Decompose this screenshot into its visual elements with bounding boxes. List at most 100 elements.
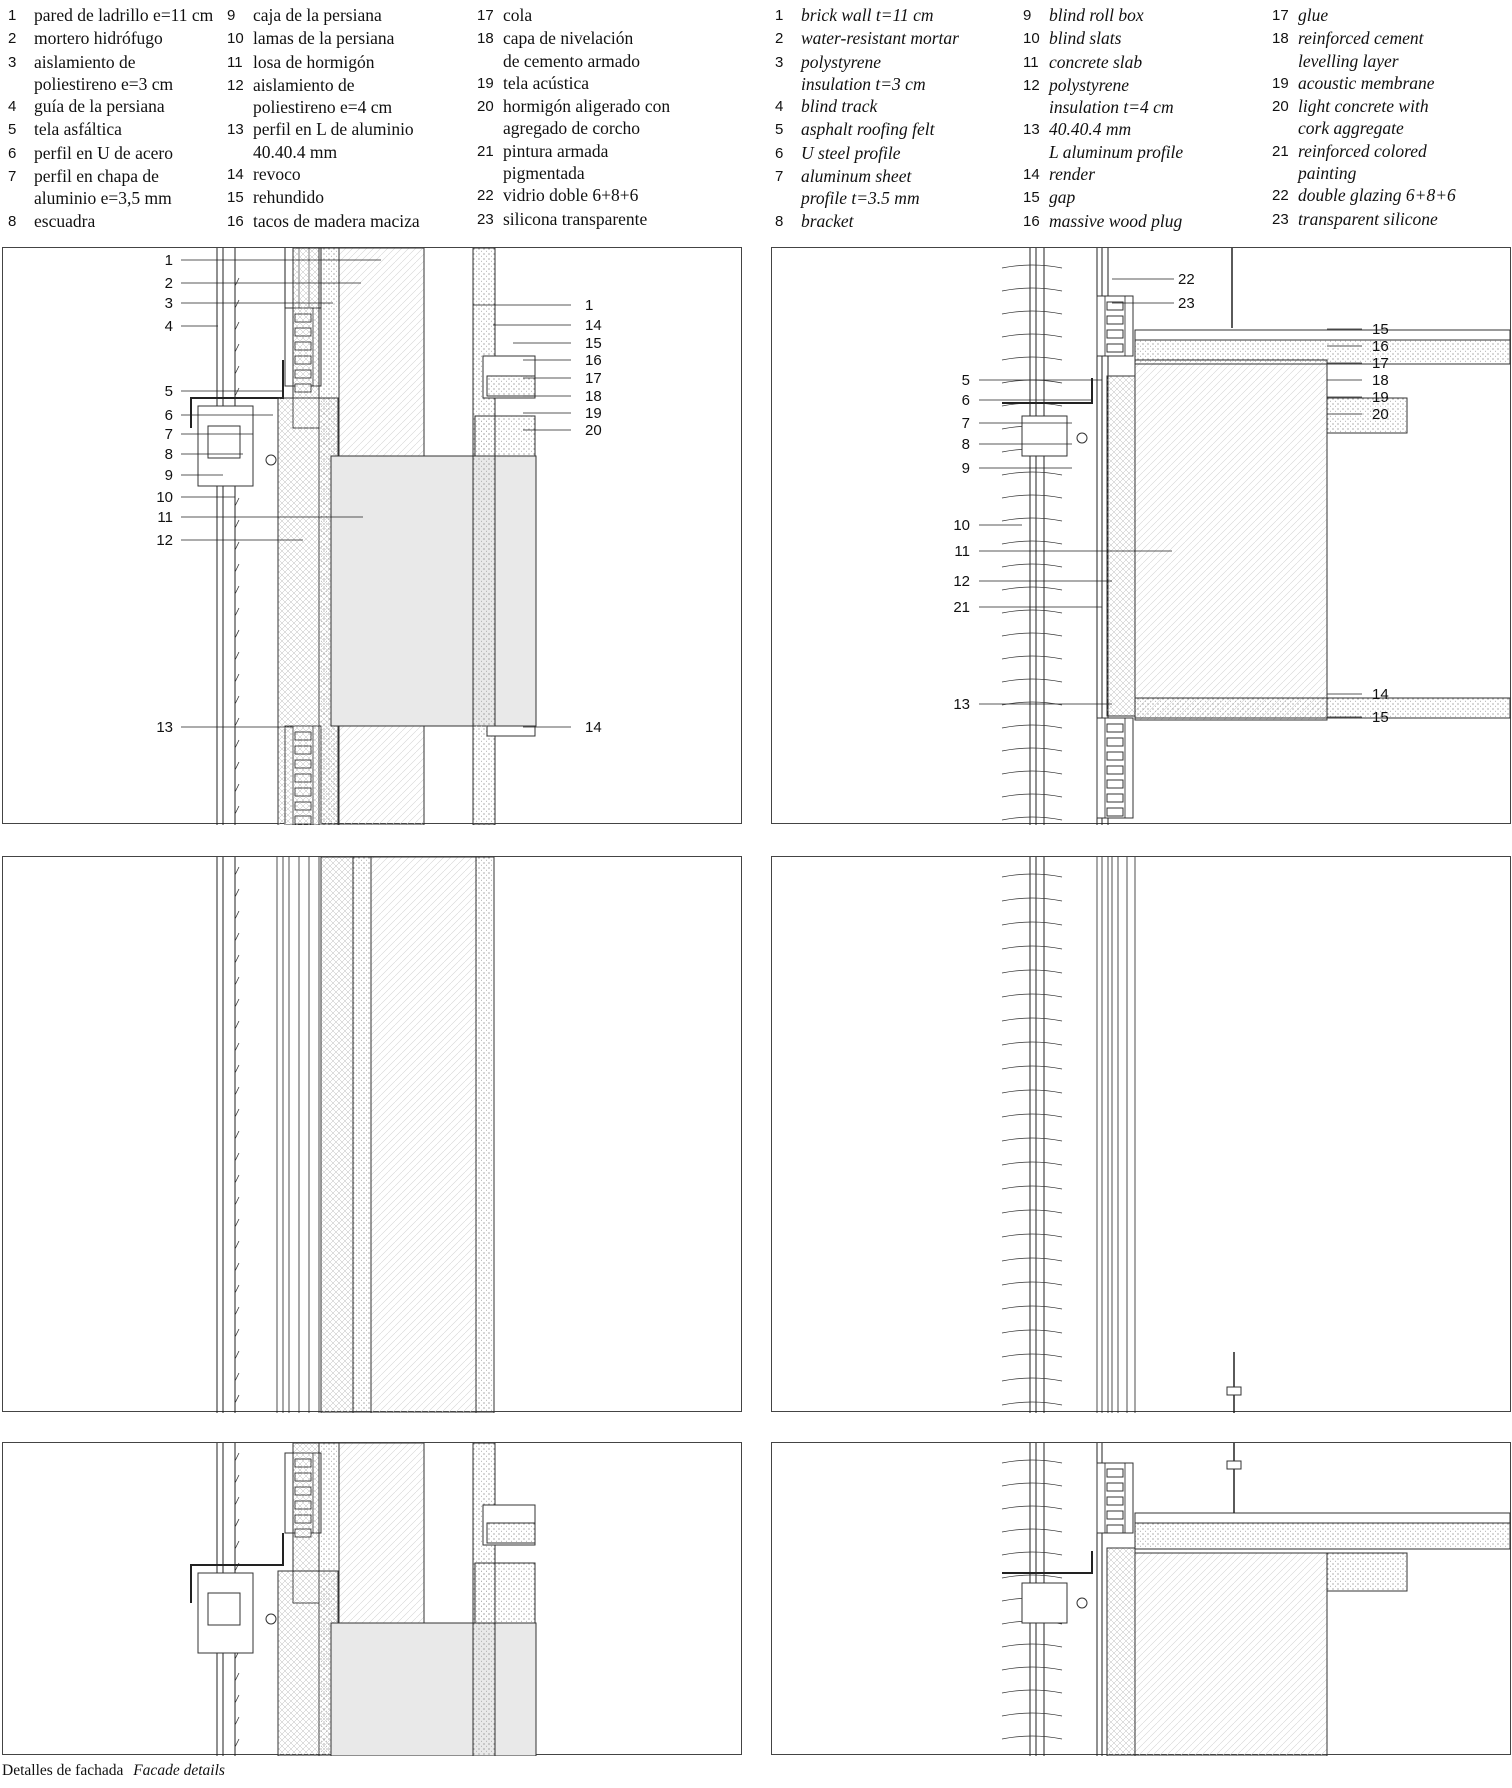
blind-slat (1001, 701, 1063, 706)
blind-slat (234, 1350, 240, 1360)
callout-number: 12 (953, 573, 970, 590)
legend-item: 10 blind slats (1023, 27, 1253, 50)
frame-chamber (1106, 1510, 1124, 1520)
blind-slat (1001, 897, 1063, 902)
floor-buildup (1134, 339, 1511, 365)
legend-text: revoco (253, 164, 301, 185)
legend-text: blind slats (1049, 28, 1122, 49)
gap-recess (486, 725, 536, 737)
legend-number: 23 (1272, 210, 1289, 228)
legend-text: blind roll box (1049, 5, 1144, 25)
legend-number: 9 (227, 7, 236, 24)
legend-number: 4 (775, 98, 784, 116)
detail-panel-5 (2, 1442, 742, 1756)
legend-number: 22 (477, 187, 494, 205)
blind-slat (234, 585, 240, 595)
blind-slat (1001, 379, 1063, 384)
callout-number: 14 (1372, 686, 1389, 703)
legend-number: 23 (477, 210, 494, 228)
legend-text: perfil en L de aluminio 40.40.4 mm (253, 119, 414, 162)
blind-slat (234, 717, 240, 727)
blind-slat (1001, 921, 1063, 926)
blind-slat (234, 695, 240, 705)
frame-chamber (1106, 301, 1124, 311)
callout-number: 6 (165, 407, 173, 424)
legend-text: tela acústica (503, 72, 589, 93)
floor-buildup (1134, 1522, 1511, 1550)
detail-panel-4 (771, 856, 1511, 1413)
legend-number: 6 (775, 144, 784, 162)
concrete-slab (1134, 359, 1328, 721)
blind-slat (234, 1716, 240, 1726)
blind-slat (1001, 1089, 1063, 1094)
blind-slat (234, 1474, 240, 1484)
blind-slat (1001, 609, 1063, 614)
legend-number: 10 (1023, 30, 1040, 48)
blind-slat (234, 1518, 240, 1528)
blind-slat (1001, 1257, 1063, 1262)
blind-box (1021, 1582, 1068, 1624)
legend-number: 1 (8, 7, 17, 24)
legend-number: 20 (1272, 98, 1289, 116)
legend-number: 17 (477, 7, 494, 24)
legend-number: 22 (1272, 187, 1289, 205)
blind-slat (234, 1020, 240, 1030)
blind-slat (234, 1306, 240, 1316)
legend-number: 7 (775, 168, 784, 186)
legend-text: caja de la persiana (253, 5, 382, 25)
blind-slat (234, 1694, 240, 1704)
render-strip (1134, 697, 1511, 719)
blind-slat (1001, 770, 1063, 775)
blind-slat (1001, 1574, 1063, 1579)
legend-text: cola (503, 5, 533, 25)
callout-number: 20 (1372, 406, 1389, 423)
callout-number: 14 (585, 719, 602, 736)
blind-slat (1001, 1113, 1063, 1118)
blind-slat (234, 976, 240, 986)
light-concrete (1326, 1552, 1408, 1592)
blind-slat (1001, 1161, 1063, 1166)
callout-number: 19 (1372, 389, 1389, 406)
callout-number: 23 (1178, 295, 1195, 312)
callout-number: 5 (962, 372, 970, 389)
blind-slat (234, 1284, 240, 1294)
legend-text: concrete slab (1049, 51, 1143, 72)
blind-slat (234, 1086, 240, 1096)
callout-number: 17 (585, 370, 602, 387)
callout-number: 16 (585, 352, 602, 369)
legend-number: 13 (1023, 121, 1040, 139)
u-steel-profile (1002, 378, 1093, 404)
blind-slat (1001, 333, 1063, 338)
legend-number: 3 (8, 53, 17, 71)
insulation-4cm (1106, 375, 1136, 717)
blind-slat (234, 519, 240, 529)
legend-text: 40.40.4 mm L aluminum profile (1049, 119, 1184, 162)
callout-number: 18 (585, 388, 602, 405)
callout-number: 20 (585, 422, 602, 439)
legend-text: vidrio doble 6+8+6 (503, 185, 639, 206)
blind-slat (1001, 1643, 1063, 1648)
blind-slat (234, 1372, 240, 1382)
legend-text: rehundido (253, 187, 324, 208)
legend-text: aluminum sheet profile t=3.5 mm (801, 166, 920, 209)
blind-slat (234, 1262, 240, 1272)
render-strip (472, 248, 496, 825)
callout-number: 7 (962, 415, 970, 432)
blind-slat (1001, 1209, 1063, 1214)
section-drawing-5 (190, 1443, 537, 1756)
legend-number: 17 (1272, 7, 1289, 24)
u-steel-profile (190, 1533, 284, 1603)
bolt (265, 454, 277, 466)
legend-text: perfil en chapa de aluminio e=3,5 mm (34, 166, 172, 209)
callout-number: 4 (165, 318, 173, 335)
frame-chamber (1106, 807, 1124, 817)
